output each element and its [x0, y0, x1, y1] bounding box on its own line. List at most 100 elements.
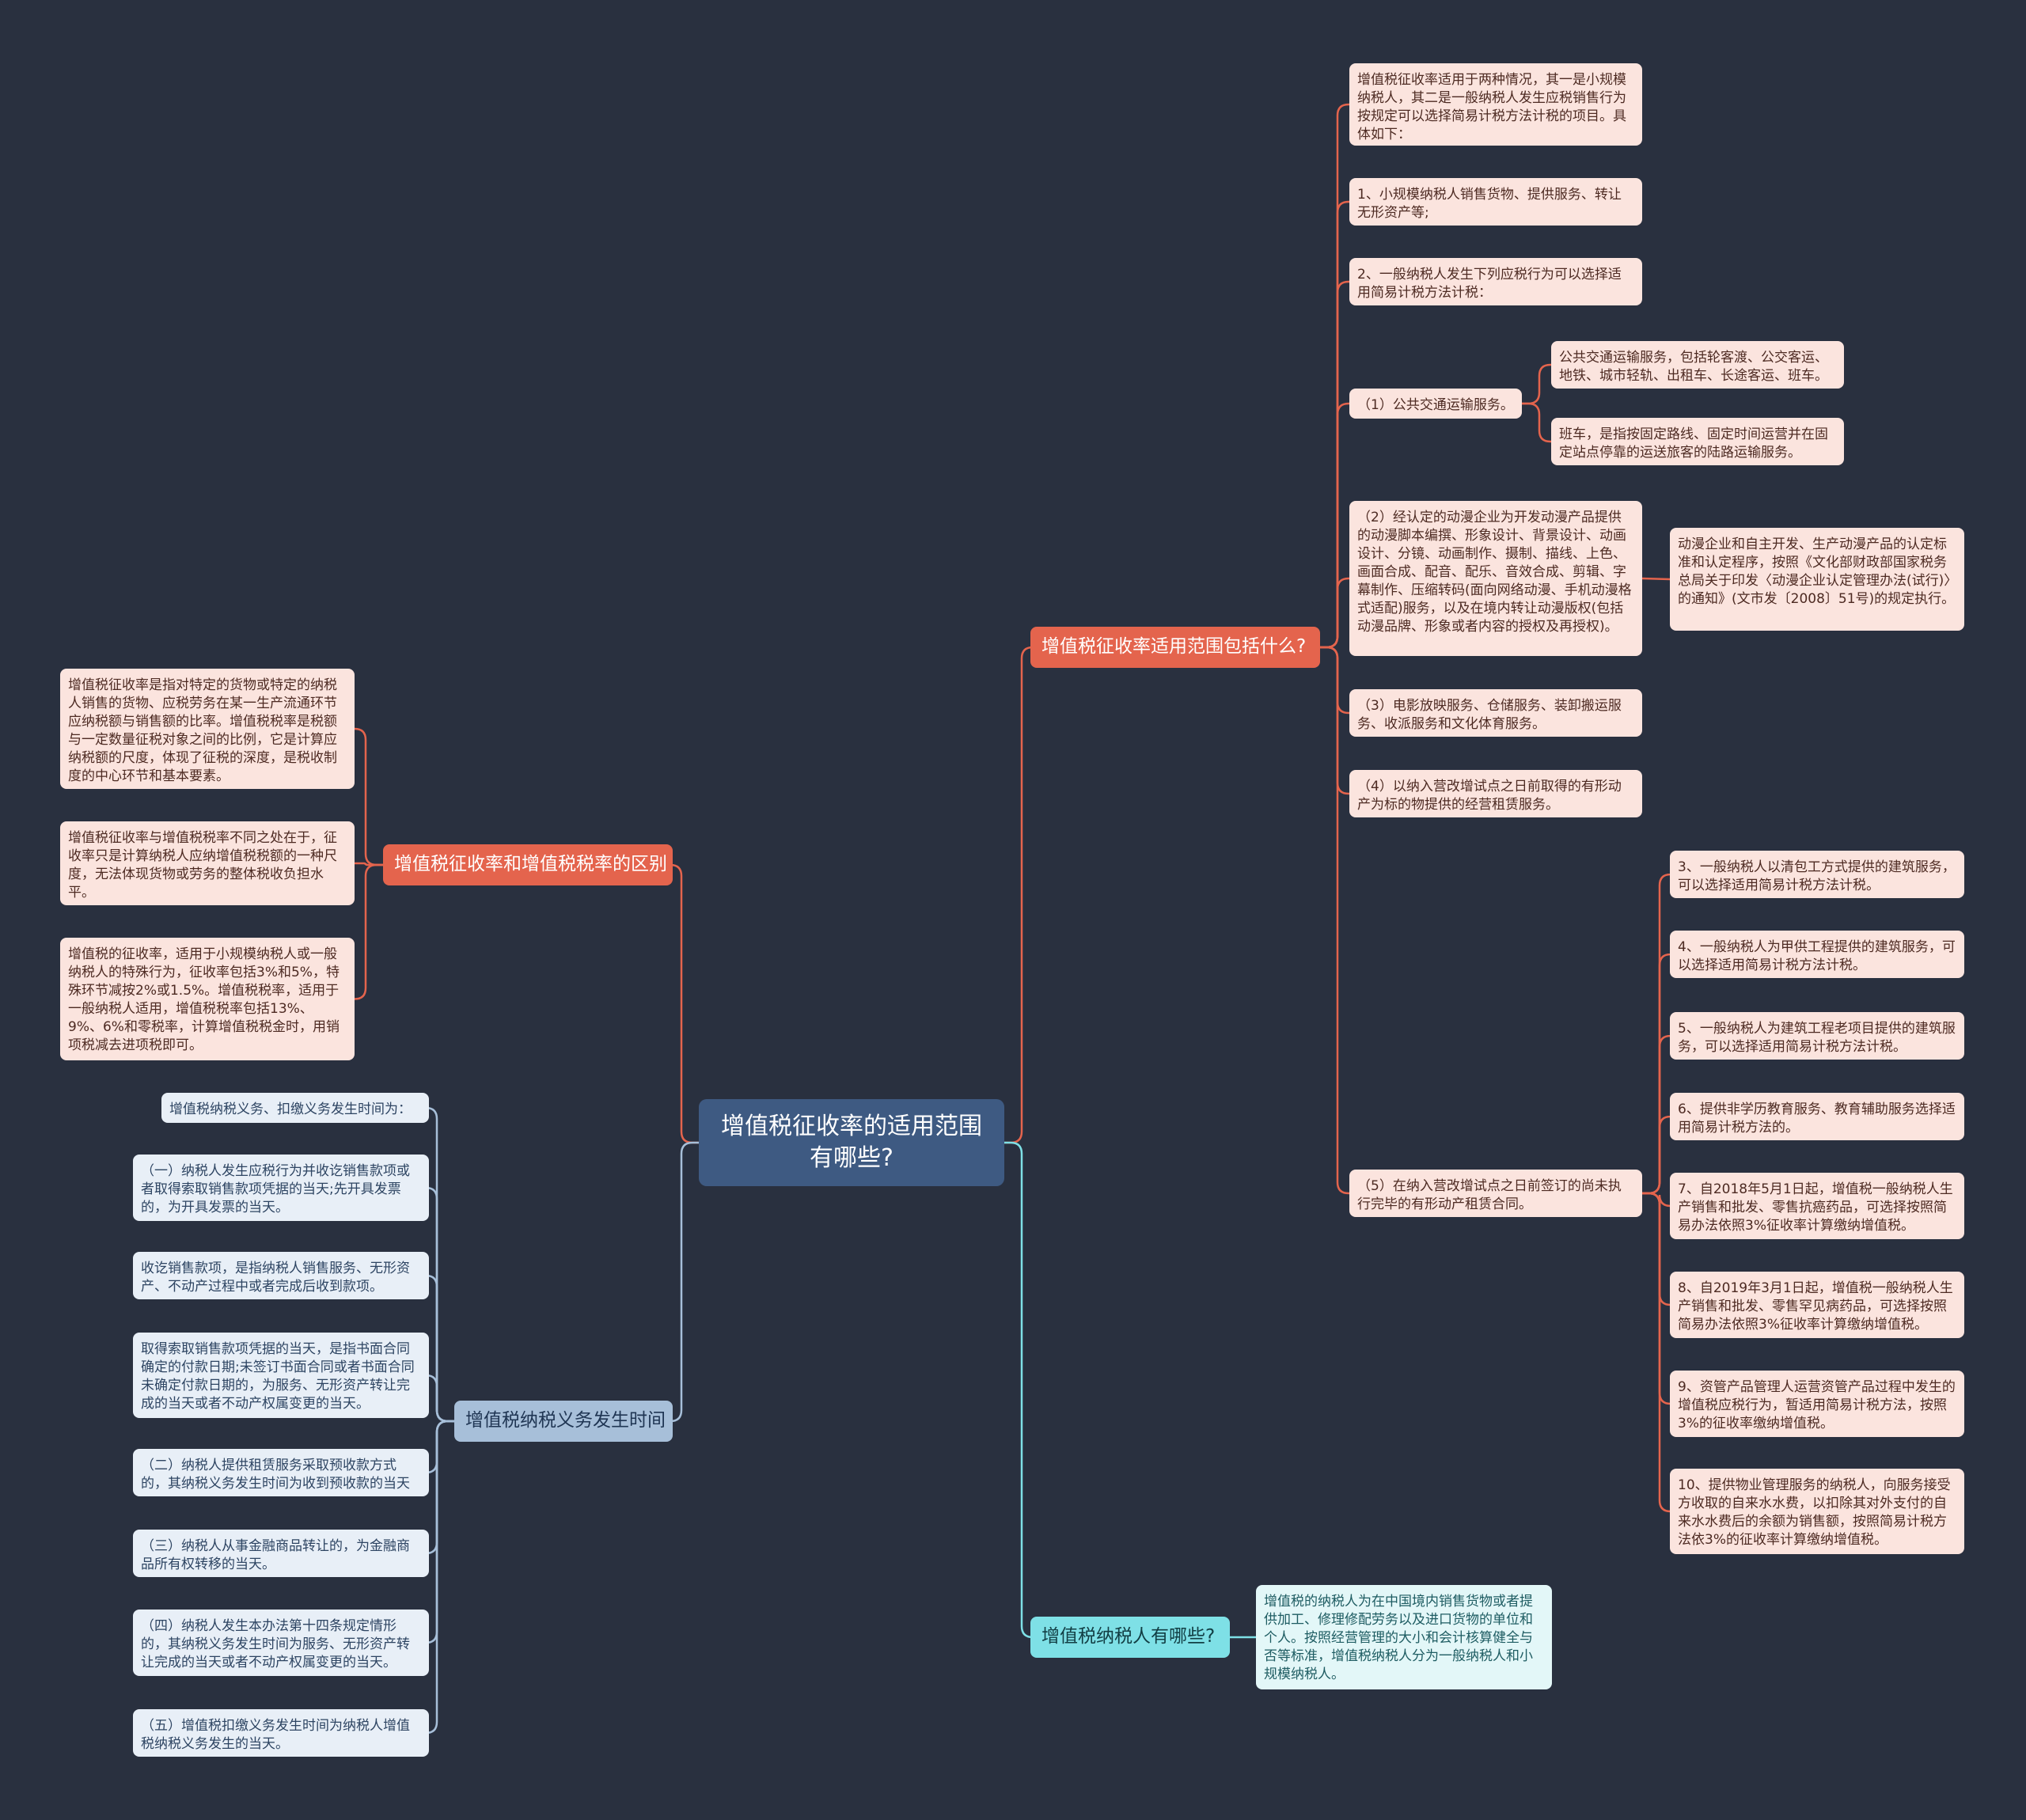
scope-sub5-node[interactable]: （5）在纳入营改增试点之日前签订的尚未执行完毕的有形动产租赁合同。 — [1349, 1170, 1642, 1217]
scope-sub2-node[interactable]: （2）经认定的动漫企业为开发动漫产品提供的动漫脚本编撰、形象设计、背景设计、动画… — [1349, 501, 1642, 656]
scope-sub4-node[interactable]: （4）以纳入营改增试点之日前取得的有形动产为标的物提供的经营租赁服务。 — [1349, 770, 1642, 817]
node-text: （三）纳税人从事金融商品转让的，为金融商品所有权转移的当天。 — [141, 1538, 410, 1572]
branch-taxpayers-label: 增值税纳税人有哪些? — [1041, 1626, 1216, 1647]
branch-scope-label: 增值税征收率适用范围包括什么? — [1041, 636, 1307, 657]
connector-s-sub5-s-5-9 — [1642, 1192, 1671, 1405]
scope-sub1-a-node[interactable]: 公共交通运输服务，包括轮客渡、公交客运、地铁、城市轻轨、出租车、长途客运、班车。 — [1551, 341, 1844, 389]
connector-b-scope-s-sub3 — [1320, 646, 1349, 715]
connector-b-time-t-5 — [425, 1420, 454, 1555]
scope-sub1-node[interactable]: （1）公共交通运输服务。 — [1349, 389, 1522, 419]
node-text: 5、一般纳税人为建筑工程老项目提供的建筑服务，可以选择适用简易计税方法计税。 — [1678, 1021, 1956, 1055]
taxpayers-item1-node[interactable]: 增值税的纳税人为在中国境内销售货物或者提供加工、修理修配劳务以及进口货物的单位和… — [1256, 1585, 1552, 1689]
connector-b-scope-s-sub5 — [1320, 646, 1349, 1195]
difference-item3-node[interactable]: 增值税的征收率，适用于小规模纳税人或一般纳税人的特殊行为，征收率包括3%和5%，… — [60, 938, 355, 1060]
node-text: （5）在纳入营改增试点之日前签订的尚未执行完毕的有形动产租赁合同。 — [1357, 1178, 1622, 1212]
scope-sub3-node[interactable]: （3）电影放映服务、仓储服务、装卸搬运服务、收派服务和文化体育服务。 — [1349, 689, 1642, 737]
connector-b-time-t-2 — [425, 1274, 454, 1423]
node-text: 增值税征收率适用于两种情况，其一是小规模纳税人，其二是一般纳税人发生应税销售行为… — [1357, 72, 1626, 142]
connector-b-time-t-4 — [425, 1420, 454, 1474]
connector-b-scope-s-intro — [1320, 103, 1349, 649]
node-text: （1）公共交通运输服务。 — [1357, 397, 1514, 413]
connector-b-scope-s-item2 — [1320, 280, 1349, 649]
connector-s-sub1-s-sub1b — [1522, 402, 1551, 443]
timing-item3-node[interactable]: 取得索取销售款项凭据的当天，是指书面合同确定的付款日期;未签订书面合同或者书面合… — [133, 1333, 429, 1418]
scope-item1-node[interactable]: 1、小规模纳税人销售货物、提供服务、转让无形资产等; — [1349, 178, 1642, 226]
node-text: （五）增值税扣缴义务发生时间为纳税人增值税纳税义务发生的当天。 — [141, 1718, 410, 1752]
node-text: （四）纳税人发生本办法第十四条规定情形的，其纳税义务发生时间为服务、无形资产转让… — [141, 1618, 410, 1670]
node-text: 3、一般纳税人以清包工方式提供的建筑服务，可以选择适用简易计税方法计税。 — [1678, 859, 1956, 893]
node-text: 7、自2018年5月1日起，增值税一般纳税人生产销售和批发、零售抗癌药品，可选择… — [1678, 1181, 1953, 1234]
timing-item7-node[interactable]: （五）增值税扣缴义务发生时间为纳税人增值税纳税义务发生的当天。 — [133, 1709, 429, 1757]
scope-item2-node[interactable]: 2、一般纳税人发生下列应税行为可以选择适用简易计税方法计税： — [1349, 258, 1642, 305]
connector-s-sub1-s-sub1a — [1522, 363, 1551, 405]
node-text: 9、资管产品管理人运营资管产品过程中发生的增值税应税行为，暂适用简易计税方法，按… — [1678, 1379, 1956, 1431]
connector-b-diff-d-1 — [354, 727, 383, 866]
scope-sub5-item7-node[interactable]: 7、自2018年5月1日起，增值税一般纳税人生产销售和批发、零售抗癌药品，可选择… — [1670, 1173, 1964, 1239]
timing-item0-node[interactable]: 增值税纳税义务、扣缴义务发生时间为： — [161, 1093, 429, 1123]
branch-timing-label: 增值税纳税义务发生时间 — [465, 1410, 666, 1431]
branch-difference[interactable]: 增值税征收率和增值税税率的区别 — [383, 844, 673, 885]
node-text: 取得索取销售款项凭据的当天，是指书面合同确定的付款日期;未签订书面合同或者书面合… — [141, 1341, 415, 1412]
node-text: （二）纳税人提供租赁服务采取预收款方式的，其纳税义务发生时间为收到预收款的当天 — [141, 1458, 410, 1492]
difference-item1-node[interactable]: 增值税征收率是指对特定的货物或特定的纳税人销售的货物、应税劳务在某一生产流通环节… — [60, 669, 355, 789]
connector-b-scope-s-sub2 — [1320, 577, 1349, 649]
node-text: （一）纳税人发生应税行为并收讫销售款项或者取得索取销售款项凭据的当天;先开具发票… — [141, 1163, 410, 1215]
difference-item2-node[interactable]: 增值税征收率与增值税税率不同之处在于，征收率只是计算纳税人应纳增值税税额的一种尺… — [60, 821, 355, 905]
node-text: 6、提供非学历教育服务、教育辅助服务选择适用简易计税方法的。 — [1678, 1101, 1956, 1136]
node-text: 4、一般纳税人为甲供工程提供的建筑服务，可以选择适用简易计税方法计税。 — [1678, 939, 1956, 973]
scope-sub5-item5-node[interactable]: 5、一般纳税人为建筑工程老项目提供的建筑服务，可以选择适用简易计税方法计税。 — [1670, 1012, 1964, 1060]
branch-difference-label: 增值税征收率和增值税税率的区别 — [394, 854, 667, 874]
timing-item2-node[interactable]: 收讫销售款项，是指纳税人销售服务、无形资产、不动产过程中或者完成后收到款项。 — [133, 1252, 429, 1299]
node-text: 收讫销售款项，是指纳税人销售服务、无形资产、不动产过程中或者完成后收到款项。 — [141, 1261, 410, 1295]
timing-item5-node[interactable]: （三）纳税人从事金融商品转让的，为金融商品所有权转移的当天。 — [133, 1530, 429, 1577]
connector-b-scope-s-sub4 — [1320, 646, 1349, 795]
connector-b-time-t-6 — [425, 1420, 454, 1644]
connector-b-diff-d-2 — [355, 862, 383, 866]
scope-sub5-item8-node[interactable]: 8、自2019年3月1日起，增值税一般纳税人生产销售和批发、零售罕见病药品，可选… — [1670, 1272, 1964, 1338]
node-text: 增值税征收率与增值税税率不同之处在于，征收率只是计算纳税人应纳增值税税额的一种尺… — [68, 830, 337, 901]
connector-n-root-b-time — [670, 1141, 699, 1423]
connector-s-sub5-s-5-10 — [1642, 1192, 1671, 1513]
connector-b-scope-s-item1 — [1320, 200, 1349, 649]
node-text: 增值税的纳税人为在中国境内销售货物或者提供加工、修理修配劳务以及进口货物的单位和… — [1264, 1594, 1533, 1682]
node-text: （2）经认定的动漫企业为开发动漫产品提供的动漫脚本编撰、形象设计、背景设计、动画… — [1357, 510, 1632, 635]
scope-intro-node[interactable]: 增值税征收率适用于两种情况，其一是小规模纳税人，其二是一般纳税人发生应税销售行为… — [1349, 63, 1642, 146]
connector-n-root-b-scope — [1004, 646, 1034, 1144]
node-text: （3）电影放映服务、仓储服务、装卸搬运服务、收派服务和文化体育服务。 — [1357, 698, 1622, 732]
scope-sub5-item3-node[interactable]: 3、一般纳税人以清包工方式提供的建筑服务，可以选择适用简易计税方法计税。 — [1670, 851, 1964, 898]
timing-item4-node[interactable]: （二）纳税人提供租赁服务采取预收款方式的，其纳税义务发生时间为收到预收款的当天 — [133, 1449, 429, 1496]
connector-n-root-b-diff — [670, 863, 699, 1144]
scope-sub1-b-node[interactable]: 班车，是指按固定路线、固定时间运营并在固定站点停靠的运送旅客的陆路运输服务。 — [1551, 418, 1844, 465]
node-text: 动漫企业和自主开发、生产动漫产品的认定标准和认定程序，按照《文化部财政部国家税务… — [1678, 537, 1956, 607]
connector-b-time-t-3 — [425, 1374, 454, 1423]
scope-sub5-item4-node[interactable]: 4、一般纳税人为甲供工程提供的建筑服务，可以选择适用简易计税方法计税。 — [1670, 931, 1964, 978]
connector-b-time-t-0 — [425, 1106, 454, 1423]
connector-b-scope-s-sub1 — [1320, 402, 1349, 649]
node-text: 1、小规模纳税人销售货物、提供服务、转让无形资产等; — [1357, 187, 1622, 221]
scope-sub5-item10-node[interactable]: 10、提供物业管理服务的纳税人，向服务接受方收取的自来水水费，以扣除其对外支付的… — [1670, 1469, 1964, 1554]
node-text: 增值税征收率是指对特定的货物或特定的纳税人销售的货物、应税劳务在某一生产流通环节… — [68, 677, 337, 784]
node-text: 2、一般纳税人发生下列应税行为可以选择适用简易计税方法计税： — [1357, 267, 1622, 301]
branch-scope[interactable]: 增值税征收率适用范围包括什么? — [1030, 627, 1320, 668]
branch-timing[interactable]: 增值税纳税义务发生时间 — [454, 1401, 673, 1442]
scope-sub5-item9-node[interactable]: 9、资管产品管理人运营资管产品过程中发生的增值税应税行为，暂适用简易计税方法，按… — [1670, 1371, 1964, 1437]
timing-item6-node[interactable]: （四）纳税人发生本办法第十四条规定情形的，其纳税义务发生时间为服务、无形资产转让… — [133, 1610, 429, 1676]
connector-s-sub5-s-5-6 — [1642, 1115, 1671, 1195]
connector-s-sub5-s-5-4 — [1642, 953, 1671, 1195]
timing-item1-node[interactable]: （一）纳税人发生应税行为并收讫销售款项或者取得索取销售款项凭据的当天;先开具发票… — [133, 1155, 429, 1221]
node-text: 增值税的征收率，适用于小规模纳税人或一般纳税人的特殊行为，征收率包括3%和5%，… — [68, 946, 340, 1053]
scope-sub5-item6-node[interactable]: 6、提供非学历教育服务、教育辅助服务选择适用简易计税方法的。 — [1670, 1093, 1964, 1140]
node-text: 8、自2019年3月1日起，增值税一般纳税人生产销售和批发、零售罕见病药品，可选… — [1678, 1280, 1953, 1333]
connector-s-sub5-s-5-8 — [1642, 1192, 1671, 1306]
node-text: 10、提供物业管理服务的纳税人，向服务接受方收取的自来水水费，以扣除其对外支付的… — [1678, 1477, 1951, 1548]
connector-n-root-b-payer — [1004, 1141, 1034, 1639]
scope-sub2-a-node[interactable]: 动漫企业和自主开发、生产动漫产品的认定标准和认定程序，按照《文化部财政部国家税务… — [1670, 528, 1964, 631]
connector-s-sub2-s-sub2a — [1641, 577, 1671, 581]
branch-taxpayers[interactable]: 增值税纳税人有哪些? — [1030, 1617, 1230, 1658]
node-text: 公共交通运输服务，包括轮客渡、公交客运、地铁、城市轻轨、出租车、长途客运、班车。 — [1559, 350, 1828, 384]
connector-s-sub5-s-5-3 — [1642, 873, 1671, 1195]
connector-s-sub5-s-5-5 — [1642, 1034, 1671, 1195]
root-topic[interactable]: 增值税征收率的适用范围有哪些? — [699, 1099, 1004, 1186]
root-topic-label: 增值税征收率的适用范围有哪些? — [721, 1113, 982, 1172]
